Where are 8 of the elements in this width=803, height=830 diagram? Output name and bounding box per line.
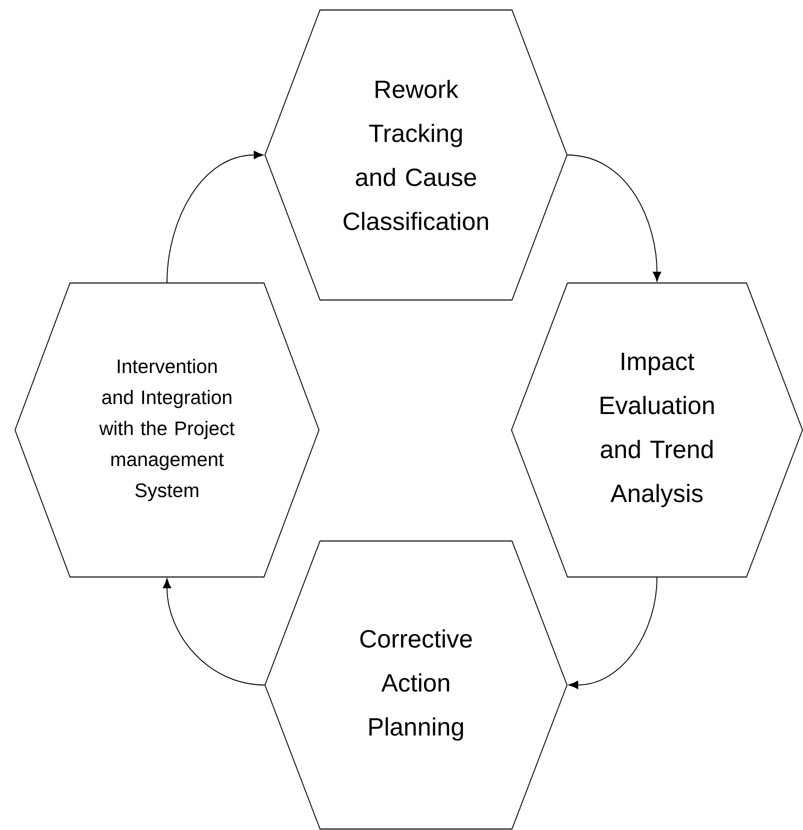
arrow	[162, 578, 266, 686]
arrow	[568, 576, 658, 690]
arrow	[566, 154, 662, 282]
hexagon-box: Corrective Action Planning	[264, 540, 568, 830]
hexagon-box: Rework Tracking and Cause Classification	[264, 10, 568, 300]
arrow	[166, 150, 264, 284]
hexagon-box: Intervention and Integration with the Project management System	[14, 282, 320, 578]
hexagon-box: Impact Evaluation and Trend Analysis	[511, 282, 803, 578]
